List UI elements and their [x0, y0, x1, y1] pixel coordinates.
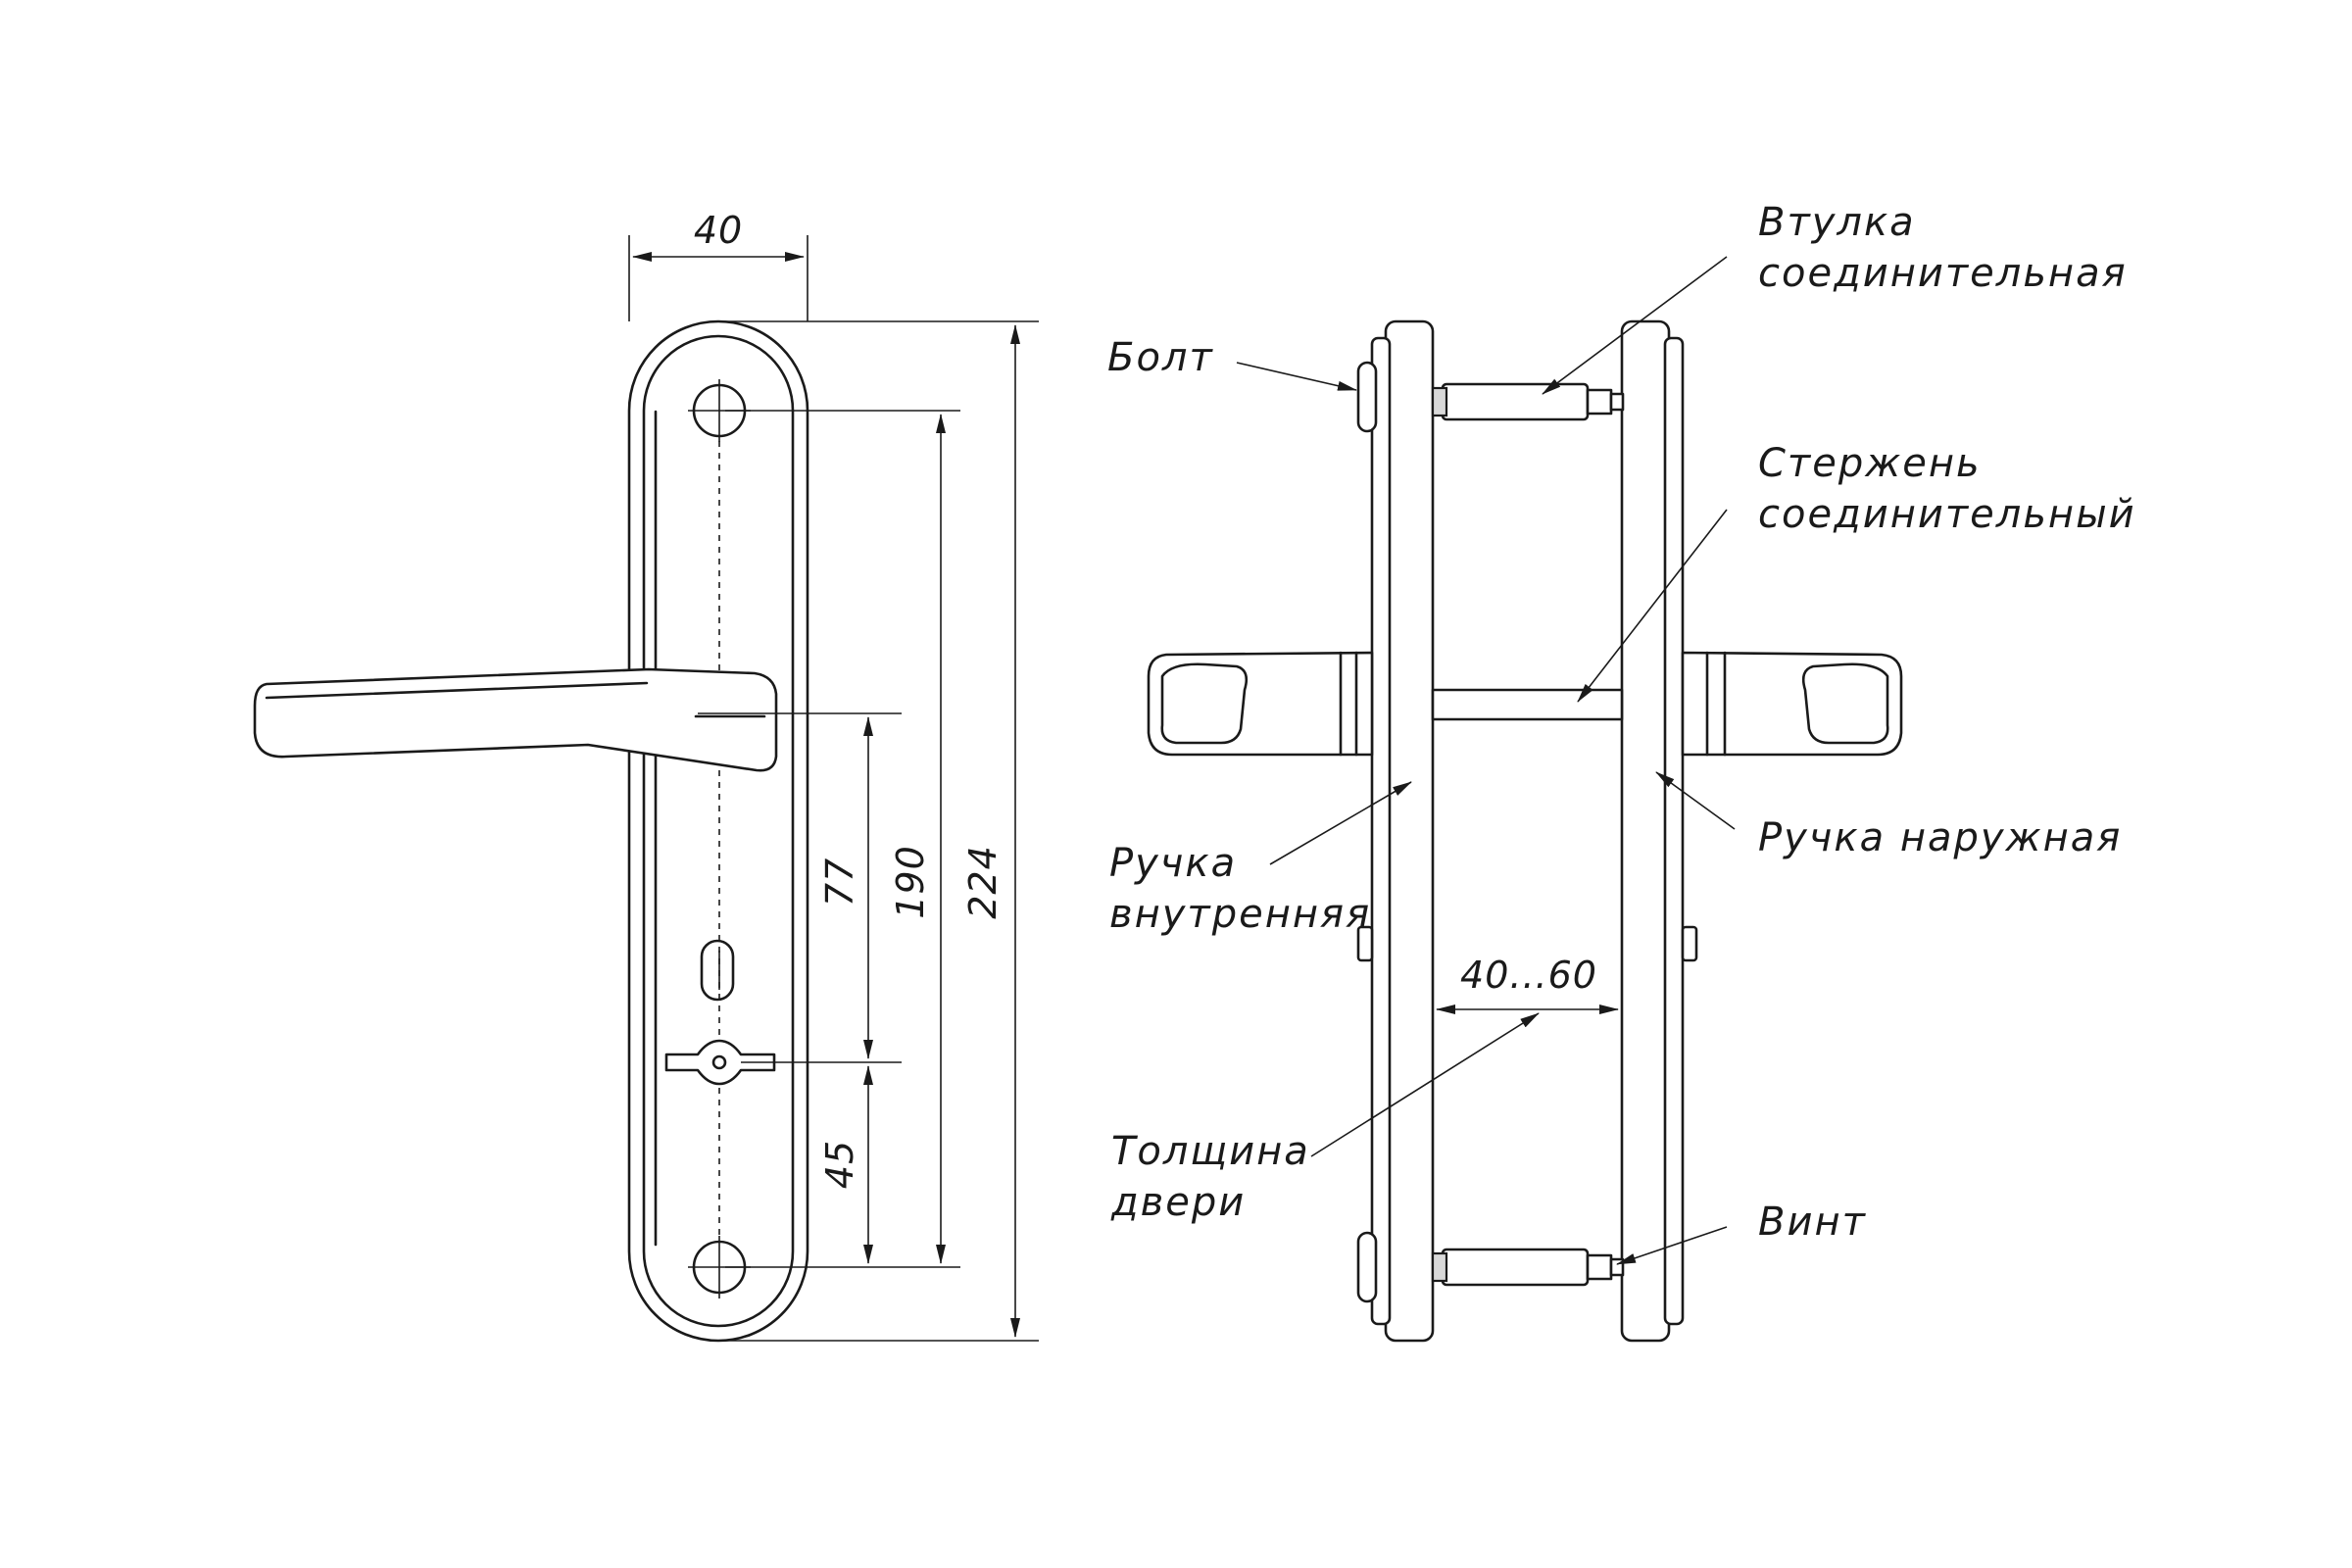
outer-handle: [1681, 651, 1903, 757]
dim-190-label: 190: [889, 845, 932, 919]
label-rod-line1: Стержень: [1758, 441, 1982, 486]
label-bolt: Болт: [1107, 335, 1214, 380]
plate-inner-contour: [642, 334, 795, 1328]
escutcheon-plate: [627, 319, 809, 1343]
label-inner-handle-line2: внутренняя: [1109, 892, 1371, 937]
leader-door: [1310, 1012, 1540, 1157]
inner-plate: [1384, 319, 1435, 1343]
outer-plate-back: [1663, 336, 1685, 1326]
dim-77-label: 77: [818, 858, 861, 906]
dim-224-label: 224: [961, 845, 1004, 919]
bolt-head-top: [1356, 361, 1378, 433]
label-door-thickness-line2: двери: [1110, 1180, 1246, 1225]
dim-40-label: 40: [694, 209, 743, 252]
dim-door-label: 40...60: [1460, 954, 1597, 997]
label-sleeve-line1: Втулка: [1758, 200, 1916, 245]
leader-rod: [1577, 509, 1728, 703]
inner-plate-back: [1370, 336, 1392, 1326]
label-door-thickness-line1: Толщина: [1111, 1129, 1310, 1174]
keyhole-slot: [700, 939, 735, 1002]
inner-handle: [1147, 651, 1374, 757]
leader-inner-handle: [1269, 781, 1412, 865]
leader-bolt: [1236, 362, 1357, 391]
lever-handle: [253, 667, 778, 772]
leader-screw: [1616, 1226, 1728, 1265]
screw-bottom: [1586, 1253, 1613, 1281]
dim-45-label: 45: [818, 1140, 861, 1189]
label-outer-handle: Ручка наружная: [1758, 815, 2122, 860]
connecting-sleeve-bottom: [1441, 1248, 1590, 1287]
thumb-turn: [664, 1039, 776, 1086]
label-rod-line2: соединительный: [1758, 492, 2136, 537]
label-sleeve-line2: соединительная: [1758, 251, 2128, 296]
outer-plate: [1620, 319, 1671, 1343]
connecting-rod: [1431, 688, 1624, 721]
leader-outer-handle: [1655, 771, 1736, 830]
connecting-sleeve-top: [1441, 382, 1590, 421]
side-view: 40...60 Болт Втулка соединительная Стерж…: [1107, 200, 2136, 1343]
label-screw: Винт: [1758, 1200, 1867, 1245]
front-view: 40 224 190 77 45: [253, 209, 1039, 1343]
label-inner-handle-line1: Ручка: [1109, 841, 1237, 886]
outer-knob: [1681, 925, 1698, 962]
inner-knob: [1356, 925, 1374, 962]
leader-sleeve: [1542, 256, 1728, 395]
bolt-head-bottom: [1356, 1231, 1378, 1303]
